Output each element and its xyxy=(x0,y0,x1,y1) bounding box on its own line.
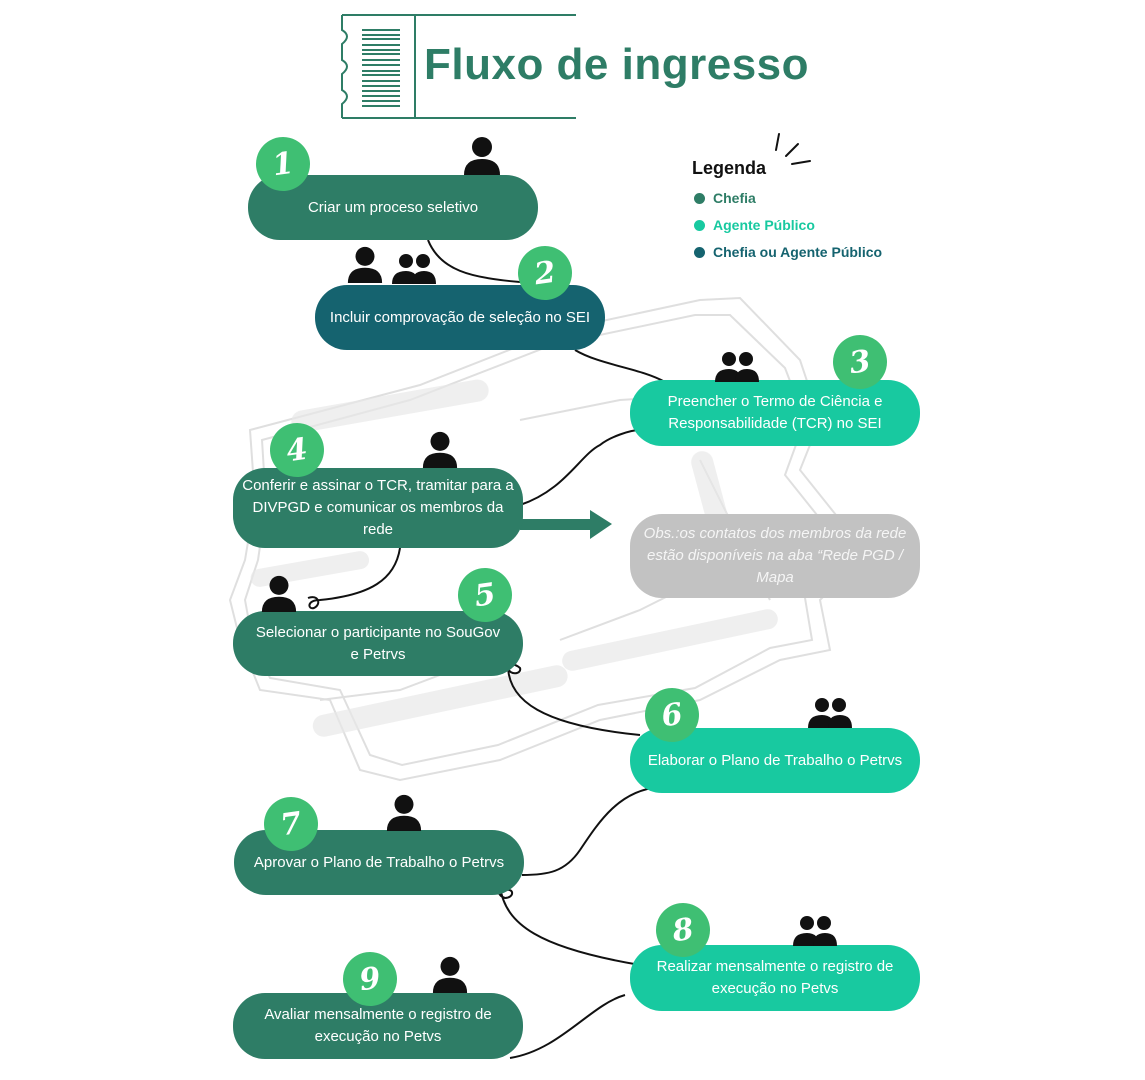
step-2-text: Incluir comprovação de seleção no SEI xyxy=(329,308,591,326)
legend-dot-agente xyxy=(694,219,705,231)
background-map-shading xyxy=(250,379,778,737)
flow-connectors xyxy=(307,239,666,1059)
sparkle-icon xyxy=(775,133,811,165)
person-icon xyxy=(386,794,422,831)
step-7-box: Aprovar o Plano de Trabalho o Petrvs xyxy=(234,830,524,895)
step-5-text: Selecionar o participante no SouGov e Pe… xyxy=(255,623,501,663)
step-9-box: Avaliar mensalmente o registro de execuç… xyxy=(233,993,523,1059)
step-2-box: Incluir comprovação de seleção no SEI xyxy=(315,285,605,350)
step-3-box: Preencher o Termo de Ciência e Responsab… xyxy=(630,380,920,446)
step-1-text: Criar um proceso seletivo xyxy=(307,198,479,216)
step-4-box: Conferir e assinar o TCR, tramitar para … xyxy=(233,468,523,548)
legend-title: Legenda xyxy=(692,158,767,178)
group-icon xyxy=(715,352,759,382)
legend-label: Chefia xyxy=(713,190,756,206)
legend-label: Agente Público xyxy=(713,217,815,233)
page-title: Fluxo de ingresso xyxy=(424,40,810,89)
ticket-icon xyxy=(341,14,576,119)
person-icon xyxy=(432,956,468,993)
legend-item-ambos: Chefia ou Agente Público xyxy=(694,244,882,260)
person-icon xyxy=(464,137,500,175)
legend-dot-ambos xyxy=(694,246,705,258)
legend-item-chefia: Chefia xyxy=(694,190,756,206)
legend-item-agente: Agente Público xyxy=(694,217,815,233)
person-icon xyxy=(422,431,458,468)
group-icon xyxy=(392,254,436,284)
step-5-box: Selecionar o participante no SouGov e Pe… xyxy=(233,611,523,676)
step-4-text: Conferir e assinar o TCR, tramitar para … xyxy=(242,477,514,538)
person-icon xyxy=(347,246,383,283)
group-icon xyxy=(793,916,837,946)
note-text: Obs.:os contatos dos membros da rede est… xyxy=(643,525,907,586)
step-9-text: Avaliar mensalmente o registro de execuç… xyxy=(264,1006,492,1045)
person-icon xyxy=(261,575,297,612)
step-8-text: Realizar mensalmente o registro de execu… xyxy=(656,958,894,997)
legend-label: Chefia ou Agente Público xyxy=(713,244,883,260)
step-3-text: Preencher o Termo de Ciência e Responsab… xyxy=(667,393,883,432)
step-6-text: Elaborar o Plano de Trabalho o Petrvs xyxy=(647,751,903,769)
group-icon xyxy=(808,698,852,728)
legend-dot-chefia xyxy=(694,192,705,204)
barcode-icon xyxy=(362,29,400,107)
step-7-text: Aprovar o Plano de Trabalho o Petrvs xyxy=(253,853,505,871)
arrow-to-note xyxy=(520,510,612,539)
note-box: Obs.:os contatos dos membros da rede est… xyxy=(630,514,920,598)
